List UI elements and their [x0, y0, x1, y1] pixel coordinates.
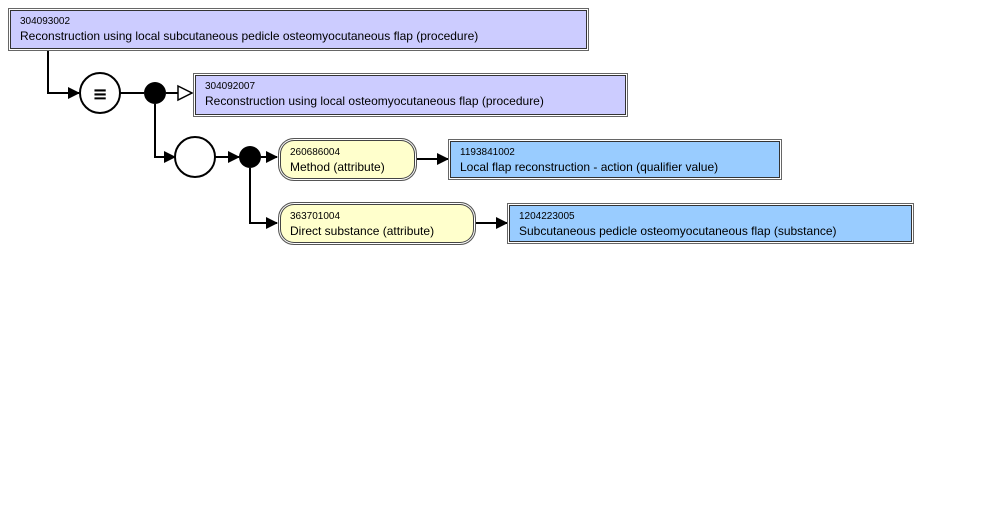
focus-concept-sctid: 304093002 [20, 16, 71, 27]
attribute-sctid: 363701004 [290, 211, 341, 222]
value-sctid: 1204223005 [519, 211, 575, 222]
attribute-box-method[interactable]: 260686004 Method (attribute) [278, 138, 417, 181]
connector-to-attribute-direct-substance [249, 168, 278, 229]
role-group-circle [174, 136, 216, 178]
conjunction-dot [144, 82, 166, 104]
connector-conjunction-to-group [154, 104, 176, 163]
connector-focus-to-definition [47, 50, 80, 99]
focus-concept-box[interactable]: 304093002 Reconstruction using local sub… [8, 8, 589, 51]
value-sctid: 1193841002 [460, 147, 515, 158]
attribute-sctid: 260686004 [290, 147, 341, 158]
value-term: Subcutaneous pedicle osteomyocutaneous f… [519, 224, 837, 238]
parent-concept-box[interactable]: 304092007 Reconstruction using local ost… [193, 73, 628, 117]
attribute-box-direct-substance[interactable]: 363701004 Direct substance (attribute) [278, 202, 476, 245]
attribute-term: Direct substance (attribute) [290, 224, 435, 238]
definition-status-circle [79, 72, 121, 114]
value-concept-box-direct-substance[interactable]: 1204223005 Subcutaneous pedicle osteomyo… [507, 203, 914, 244]
equivalence-symbol: ≡ [92, 84, 107, 105]
focus-concept-term: Reconstruction using local subcutaneous … [20, 29, 479, 43]
group-conjunction-dot [239, 146, 261, 168]
value-concept-box-method[interactable]: 1193841002 Local flap reconstruction - a… [448, 139, 782, 180]
value-term: Local flap reconstruction - action (qual… [460, 160, 719, 174]
parent-concept-term: Reconstruction using local osteomyocutan… [205, 94, 544, 108]
is-a-arrow-icon [177, 84, 194, 102]
parent-concept-sctid: 304092007 [205, 81, 256, 92]
attribute-term: Method (attribute) [290, 160, 385, 174]
